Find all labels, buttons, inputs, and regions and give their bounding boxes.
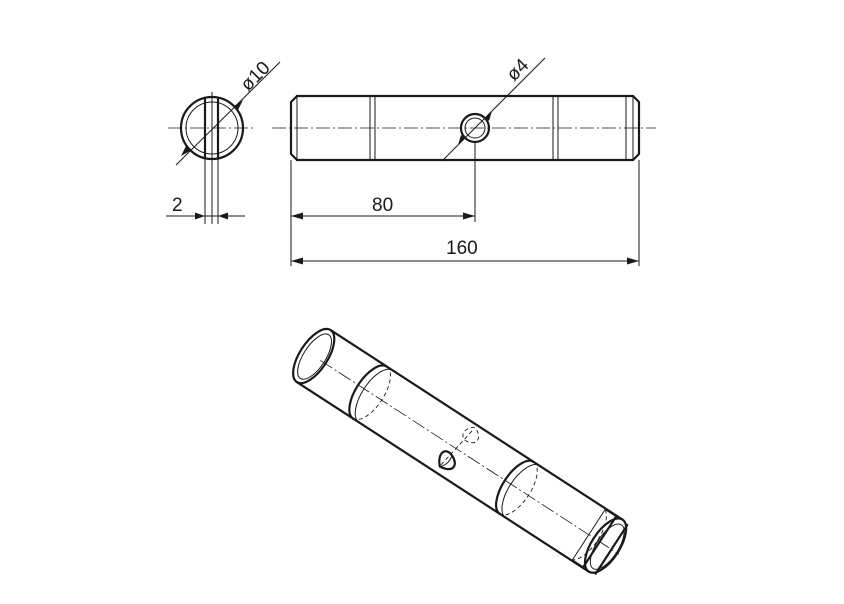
dim-diameter-hole-arrow-2 [485, 111, 492, 121]
dim-slot-width-arrow-2 [218, 212, 228, 220]
iso-slot-hidden [572, 509, 607, 561]
dim-diameter-shaft-label: ø10 [237, 58, 275, 96]
iso-centerline [320, 360, 620, 555]
dim-overall-length-arrow-2 [627, 257, 639, 265]
dim-diameter-shaft-arrow-2 [234, 100, 243, 110]
iso-right-end-chamfer [589, 523, 625, 570]
dim-diameter-hole-arrow-1 [458, 135, 465, 145]
iso-slot-edges [582, 515, 629, 575]
end-view [168, 92, 256, 224]
dim-slot-width: 2 [166, 195, 245, 220]
dim-diameter-shaft-leader [175, 61, 281, 166]
dim-hole-position: 80 [291, 195, 475, 220]
iso-cross-hole-edge [439, 455, 453, 468]
dim-overall-length-label: 160 [446, 238, 478, 259]
iso-cross-hole-bore-hidden [440, 428, 475, 466]
dim-hole-position-arrow-2 [463, 212, 475, 220]
dim-diameter-shaft-arrow-1 [181, 146, 190, 156]
dim-diameter-hole: ø4 [441, 55, 546, 162]
dim-hole-position-arrow-1 [291, 212, 303, 220]
iso-cross-hole [438, 450, 456, 471]
iso-bottom-edge [295, 380, 590, 573]
dim-hole-position-label: 80 [372, 195, 393, 216]
side-view [272, 94, 656, 266]
iso-top-edge [329, 328, 624, 521]
dim-slot-width-arrow-1 [195, 212, 205, 220]
iso-right-end-ellipse [583, 517, 628, 574]
side-view-right-chamfer [631, 94, 641, 162]
iso-cross-hole-hidden [462, 426, 480, 444]
dim-overall-length: 160 [291, 238, 639, 265]
iso-left-end-ellipse [292, 327, 336, 385]
iso-slot-depth [571, 508, 617, 568]
dim-diameter-hole-label: ø4 [503, 55, 534, 86]
isometric-view [292, 327, 629, 575]
dim-slot-width-label: 2 [172, 195, 183, 216]
dim-overall-length-arrow-1 [291, 257, 303, 265]
